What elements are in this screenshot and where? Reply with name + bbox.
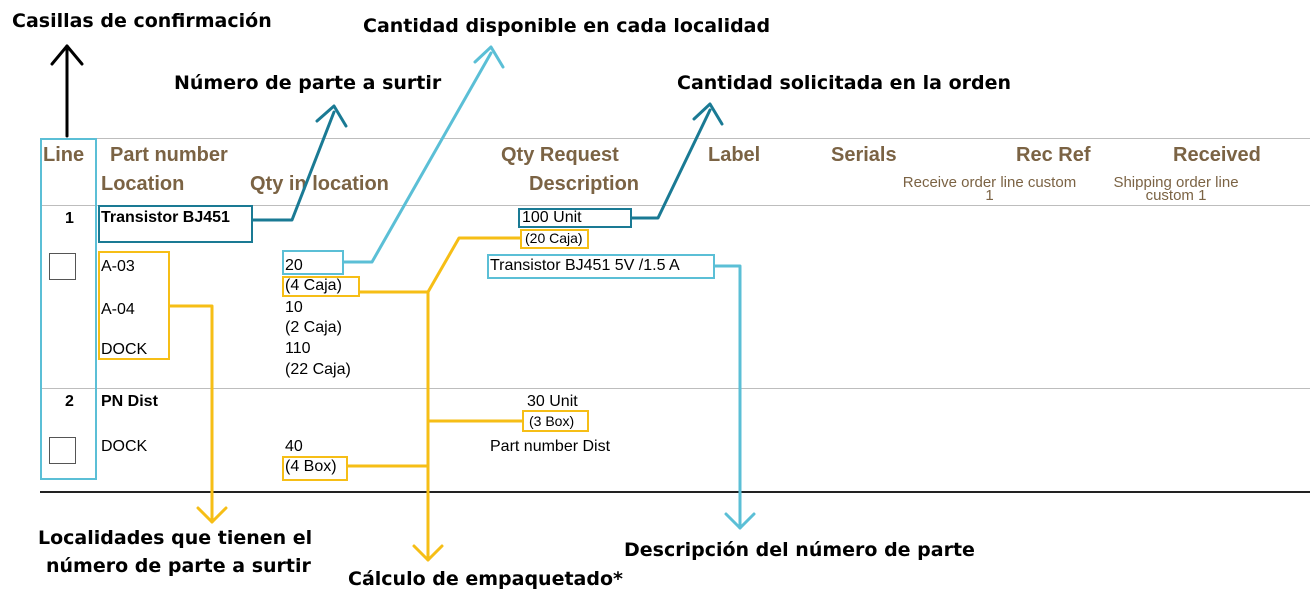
row-separator: [40, 388, 1310, 389]
callout-part-number: Número de parte a surtir: [174, 72, 442, 94]
arrow-part-number: [251, 104, 348, 222]
row2-qty-request: 30 Unit: [527, 393, 578, 410]
arrow-locations: [168, 304, 228, 524]
row1-description: Transistor BJ451 5V /1.5 A: [490, 257, 680, 274]
row1-part-number: Transistor BJ451: [101, 209, 230, 226]
row1-qty-request: 100 Unit: [522, 209, 582, 226]
row1-checkbox[interactable]: [49, 253, 76, 280]
callout-locations-line2: número de parte a surtir: [46, 555, 311, 577]
row1-qty-a03: 20: [285, 257, 303, 274]
highlight-part-number: [98, 205, 253, 243]
highlight-qty-request-pack-row2: [522, 410, 589, 432]
callout-qty-requested: Cantidad solicitada en la orden: [677, 72, 1012, 94]
callout-locations-line1: Localidades que tienen el: [38, 527, 313, 549]
row2-line-number: 2: [65, 393, 74, 410]
highlight-pack-dock-row2: [282, 456, 348, 481]
highlight-description: [487, 254, 715, 279]
row2-pack-dock: (4 Box): [285, 458, 337, 475]
row1-pack-a04: (2 Caja): [285, 319, 342, 336]
highlight-qty-request: [518, 208, 632, 228]
row2-qty-dock: 40: [285, 438, 303, 455]
table-bottom-border: [40, 491, 1310, 493]
row1-line-number: 1: [65, 210, 74, 227]
row1-location-a03: A-03: [101, 258, 135, 275]
header-shipping-custom: Shipping order line custom 1: [1113, 174, 1239, 204]
row2-description: Part number Dist: [490, 438, 611, 455]
header-qty-in-location: Qty in location: [250, 173, 389, 195]
highlight-line-column: [40, 138, 97, 480]
callout-checkboxes: Casillas de confirmación: [12, 10, 272, 32]
header-line: Line: [43, 144, 85, 166]
highlight-pack-a03: [282, 276, 360, 297]
table-top-border: [40, 138, 1310, 139]
row2-part-number: PN Dist: [101, 393, 158, 410]
highlight-qty-a03: [282, 250, 344, 275]
row1-qty-a04: 10: [285, 299, 303, 316]
row2-location-dock: DOCK: [101, 438, 148, 455]
row2-checkbox[interactable]: [49, 437, 76, 464]
header-receive-custom: Receive order line custom 1: [902, 174, 1077, 204]
arrow-description: [713, 264, 756, 530]
arrow-checkboxes: [50, 44, 84, 138]
callout-qty-available: Cantidad disponible en cada localidad: [363, 15, 771, 37]
row2-qty-request-pack: (3 Box): [529, 413, 575, 429]
row1-qty-dock: 110: [285, 340, 311, 357]
header-description: Description: [529, 173, 640, 195]
header-serials: Serials: [831, 144, 897, 166]
header-location: Location: [101, 173, 185, 195]
highlight-locations: [98, 251, 170, 360]
header-rec-ref: Rec Ref: [1016, 144, 1091, 166]
header-qty-request: Qty Request: [501, 144, 619, 166]
row1-qty-request-pack: (20 Caja): [525, 230, 583, 246]
callout-packaging: Cálculo de empaquetado*: [348, 568, 623, 590]
header-received: Received: [1173, 144, 1261, 166]
row1-location-a04: A-04: [101, 301, 135, 318]
header-label: Label: [708, 144, 761, 166]
row1-pack-a03: (4 Caja): [285, 277, 342, 294]
highlight-qty-request-pack-row1: [520, 229, 589, 249]
callout-description: Descripción del número de parte: [624, 539, 975, 561]
row1-pack-dock: (22 Caja): [285, 361, 351, 378]
header-part-number: Part number: [110, 144, 228, 166]
row1-location-dock: DOCK: [101, 341, 148, 358]
arrow-packaging: [346, 236, 524, 562]
